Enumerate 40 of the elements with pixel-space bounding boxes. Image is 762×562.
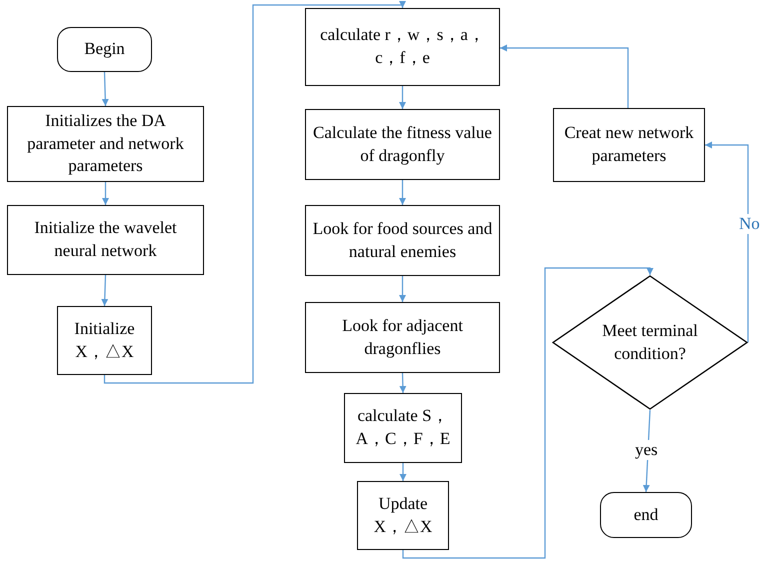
process-box (7, 106, 204, 182)
arrow (399, 86, 406, 109)
node-text: Begin (83, 38, 126, 60)
process-box (344, 393, 462, 463)
process-box (553, 108, 705, 182)
node-text: calculate r，w，s，a，c，f，e (319, 24, 486, 69)
process-box (305, 8, 500, 86)
node-text: Initialize the wavelet neural network (33, 217, 178, 262)
arrow (399, 372, 406, 394)
node-text: Meet terminal condition? (601, 320, 699, 364)
arrow (399, 276, 406, 302)
process-box (57, 306, 152, 375)
arrow (102, 72, 109, 106)
node-text: Creat new network parameters (563, 122, 695, 167)
arrow (500, 44, 629, 108)
arrow (705, 142, 749, 342)
node-text: calculate S，A，C，F，E (354, 405, 452, 450)
terminal-box (600, 492, 692, 538)
edge-label: No (737, 214, 762, 234)
node-text: end (632, 504, 660, 526)
node-text: Update X，△X (372, 492, 434, 538)
arrow (101, 274, 108, 306)
decision-diamond (552, 275, 748, 410)
node-text: Initialize X，△X (73, 318, 136, 362)
process-box (305, 109, 500, 180)
node-text: Initializes the DA parameter and network parameters (26, 110, 185, 178)
process-box (7, 205, 204, 275)
process-box (305, 205, 500, 276)
terminal-box (57, 27, 152, 72)
arrow (399, 180, 406, 205)
arrow (104, 1, 406, 384)
process-box (357, 481, 449, 550)
process-box (305, 302, 500, 373)
node-text: Look for food sources and natural enemies (312, 218, 494, 262)
arrow (400, 463, 406, 481)
arrow (402, 267, 654, 559)
edge-label: yes (633, 440, 660, 460)
node-text: Calculate the fitness value of dragonfly (312, 122, 493, 167)
node-text: Look for adjacent dragonflies (341, 314, 464, 360)
arrow (102, 182, 109, 205)
